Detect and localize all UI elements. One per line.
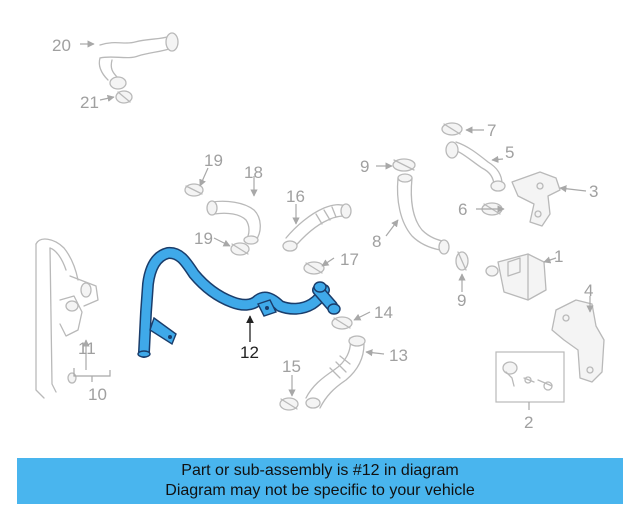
- callout-10: 10: [88, 385, 107, 404]
- callout-5: 5: [505, 143, 514, 162]
- clamp-7: [441, 122, 463, 136]
- coolant-pipe-12-highlighted: [137, 246, 341, 358]
- callout-6: 6: [458, 200, 467, 219]
- callout-21: 21: [80, 93, 99, 112]
- banner-line-1: Part or sub-assembly is #12 in diagram: [181, 462, 459, 479]
- hose-16: [282, 203, 352, 252]
- hose-20: [98, 32, 179, 90]
- callout-4: 4: [584, 281, 593, 300]
- callout-18: 18: [244, 163, 263, 182]
- hose-5: [445, 141, 506, 192]
- clamp-9-top: [392, 158, 416, 172]
- callout-14: 14: [374, 303, 393, 322]
- callout-9-top: 9: [360, 157, 369, 176]
- callout-16: 16: [286, 187, 305, 206]
- clamp-19-bottom: [230, 242, 250, 256]
- callout-11: 11: [78, 339, 96, 358]
- callout-17: 17: [340, 250, 359, 269]
- clamp-9-bottom: [455, 251, 469, 271]
- callout-3: 3: [589, 182, 598, 201]
- callout-2: 2: [524, 413, 533, 432]
- callout-1: 1: [554, 247, 563, 266]
- callout-9-bottom: 9: [457, 291, 466, 310]
- callout-12: 12: [240, 343, 259, 362]
- hardware-kit-2: [495, 351, 565, 403]
- valve-1: [485, 253, 547, 301]
- clamp-21: [115, 90, 133, 104]
- banner-line-2: Diagram may not be specific to your vehi…: [165, 482, 475, 499]
- callout-8: 8: [372, 232, 381, 251]
- parts-diagram: 20 21 7 5 6 3 9 8 9 1 4 2 19 18 19 16 17…: [35, 32, 605, 432]
- clamp-17: [303, 261, 325, 275]
- hose-8: [396, 173, 450, 255]
- callout-19-top: 19: [204, 151, 223, 170]
- hose-13: [305, 335, 366, 409]
- pipe-10: [35, 238, 99, 399]
- bracket-3: [511, 171, 561, 227]
- clamp-19-top: [184, 183, 204, 197]
- hose-18: [206, 200, 261, 245]
- bracket-4: [551, 299, 605, 383]
- callout-20: 20: [52, 36, 71, 55]
- callout-13: 13: [389, 346, 408, 365]
- callout-7: 7: [487, 121, 496, 140]
- info-banner: Part or sub-assembly is #12 in diagram D…: [17, 458, 623, 504]
- callout-15: 15: [282, 357, 301, 376]
- clamp-14: [331, 316, 353, 330]
- callout-19-bottom: 19: [194, 229, 213, 248]
- clamp-15: [279, 397, 299, 411]
